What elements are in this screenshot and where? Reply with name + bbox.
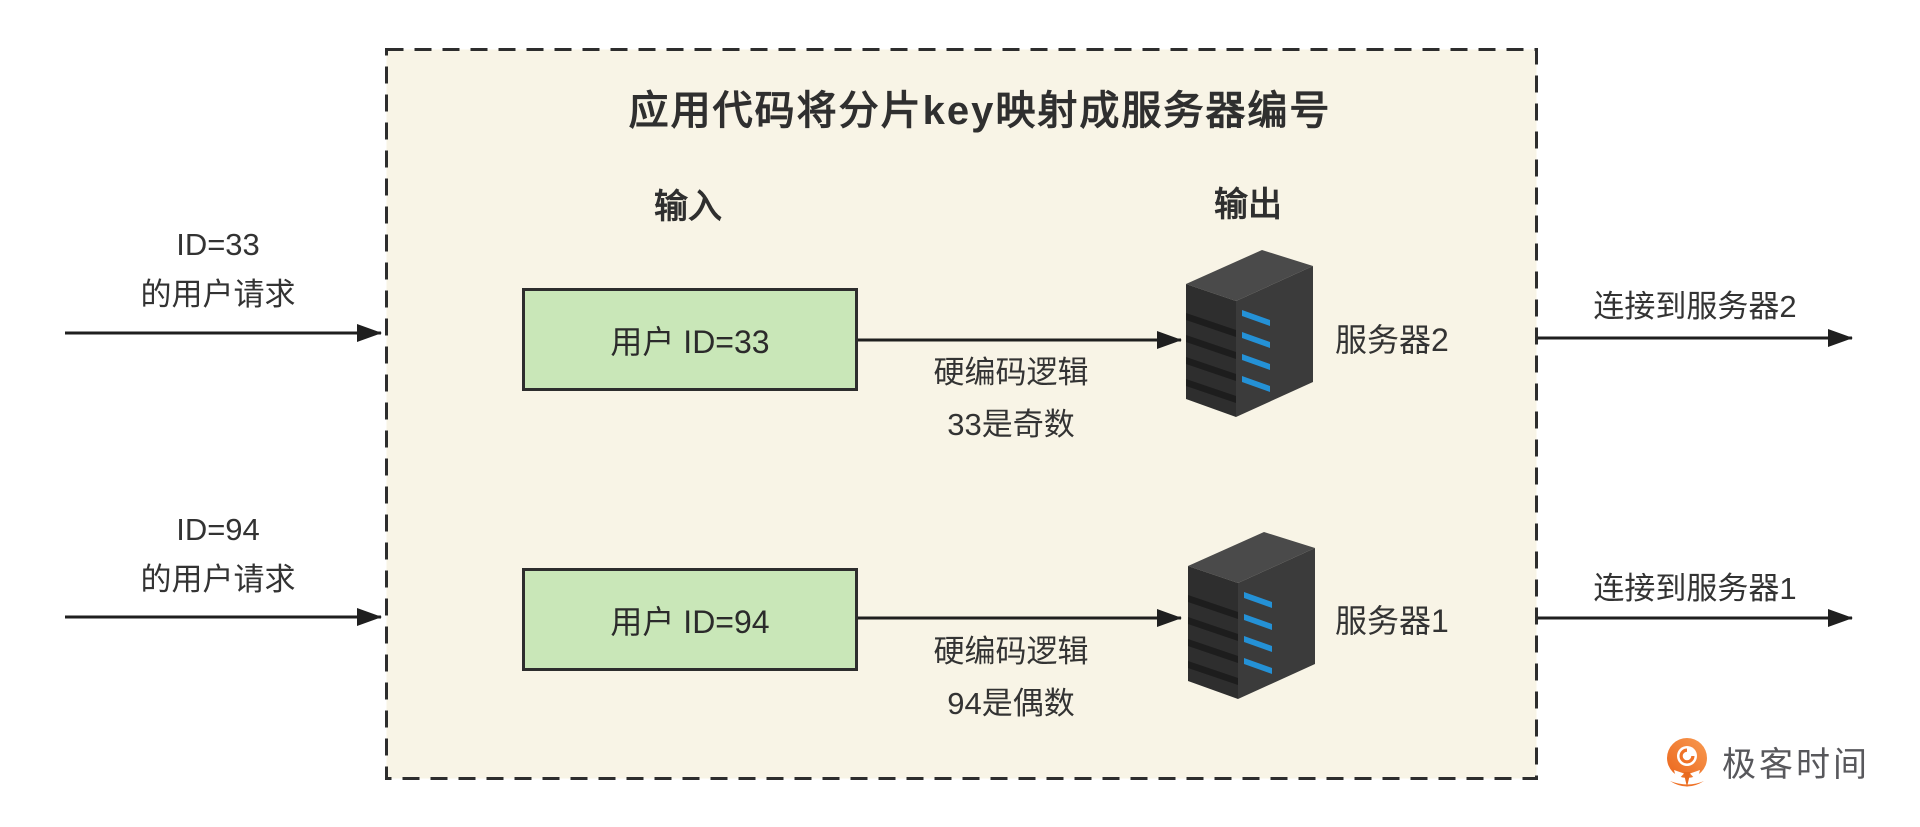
output-column-label: 输出 bbox=[1214, 186, 1282, 224]
geektime-logo-text: 极客时间 bbox=[1722, 746, 1870, 784]
server-side-face bbox=[1236, 266, 1313, 417]
request-label-row2: ID=94 的用户请求 bbox=[58, 505, 378, 605]
input-box-row2-label: 用户 ID=94 bbox=[610, 603, 770, 640]
server-led-stripes bbox=[1242, 310, 1270, 392]
server-icon bbox=[1188, 532, 1315, 699]
logic-label-row2: 硬编码逻辑 94是偶数 bbox=[861, 626, 1161, 730]
request-label-row2-line2: 的用户请求 bbox=[140, 562, 296, 597]
request-label-row1-line1: ID=33 bbox=[176, 227, 260, 262]
server-side-face bbox=[1238, 548, 1315, 699]
logic-label-row1-line2: 33是奇数 bbox=[947, 407, 1075, 442]
logic-label-row1: 硬编码逻辑 33是奇数 bbox=[861, 347, 1161, 451]
logic-label-row2-line2: 94是偶数 bbox=[947, 686, 1075, 721]
input-box-row1-label: 用户 ID=33 bbox=[610, 323, 770, 360]
geektime-logo-icon bbox=[1667, 738, 1707, 787]
logic-label-row2-line1: 硬编码逻辑 bbox=[933, 634, 1089, 669]
input-box-row1: 用户 ID=33 bbox=[522, 288, 858, 391]
server-icon bbox=[1186, 250, 1313, 417]
panel-title: 应用代码将分片key映射成服务器编号 bbox=[628, 89, 1332, 133]
input-column-label: 输入 bbox=[654, 188, 722, 226]
server-front-grooves bbox=[1188, 595, 1238, 685]
server-front-grooves bbox=[1186, 313, 1236, 403]
server-label-row2: 服务器1 bbox=[1335, 603, 1449, 639]
input-box-row2: 用户 ID=94 bbox=[522, 568, 858, 671]
server-top-face bbox=[1188, 532, 1315, 583]
server-label-row1: 服务器2 bbox=[1335, 322, 1449, 358]
logic-label-row1-line1: 硬编码逻辑 bbox=[933, 355, 1089, 390]
server-led-stripes bbox=[1244, 592, 1272, 674]
connect-label-row1: 连接到服务器2 bbox=[1593, 289, 1797, 324]
connect-label-row2: 连接到服务器1 bbox=[1593, 571, 1797, 606]
request-label-row1: ID=33 的用户请求 bbox=[58, 220, 378, 320]
request-label-row1-line2: 的用户请求 bbox=[140, 277, 296, 312]
server-top-face bbox=[1186, 250, 1313, 301]
request-label-row2-line1: ID=94 bbox=[176, 512, 260, 547]
geektime-logo: 极客时间 bbox=[1664, 737, 1870, 793]
